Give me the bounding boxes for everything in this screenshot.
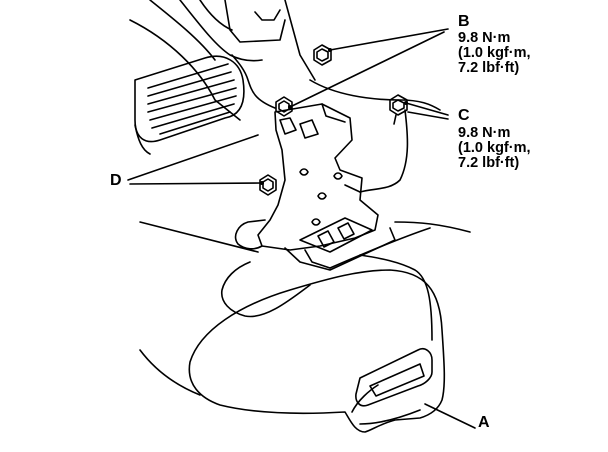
- leader-lines: [127, 28, 476, 429]
- callout-b-torque-lbf: 7.2 lbf·ft): [458, 60, 520, 76]
- nut-c: [389, 94, 408, 125]
- callout-c-torque-kgf: (1.0 kgf·m,: [458, 140, 531, 156]
- callout-b-torque-kgf: (1.0 kgf·m,: [458, 45, 531, 61]
- leader-arrowhead: [260, 181, 264, 185]
- accelerator-pedal: [134, 55, 245, 155]
- dashboard-housing: [129, 0, 441, 193]
- pedal-bracket: [234, 103, 396, 271]
- callout-letter-b: B: [458, 13, 470, 30]
- bolt-d: [259, 174, 277, 196]
- mounting-tab: [299, 217, 373, 269]
- leader-arrowhead: [328, 48, 332, 52]
- callout-b-torque-nm: 9.8 N·m: [458, 30, 511, 46]
- floor-carpet: [139, 221, 471, 396]
- callout-c-torque-lbf: 7.2 lbf·ft): [458, 155, 520, 171]
- floor-cover: [188, 269, 446, 433]
- leader-arrowhead: [404, 101, 408, 105]
- callout-letter-d: D: [110, 172, 122, 189]
- bolt-b-lower: [275, 96, 293, 117]
- callout-letter-c: C: [458, 107, 470, 124]
- bolt-b: [313, 44, 332, 66]
- callout-c-torque-nm: 9.8 N·m: [458, 125, 511, 141]
- leader-arrowhead: [288, 105, 292, 109]
- callout-letter-a: A: [478, 414, 490, 431]
